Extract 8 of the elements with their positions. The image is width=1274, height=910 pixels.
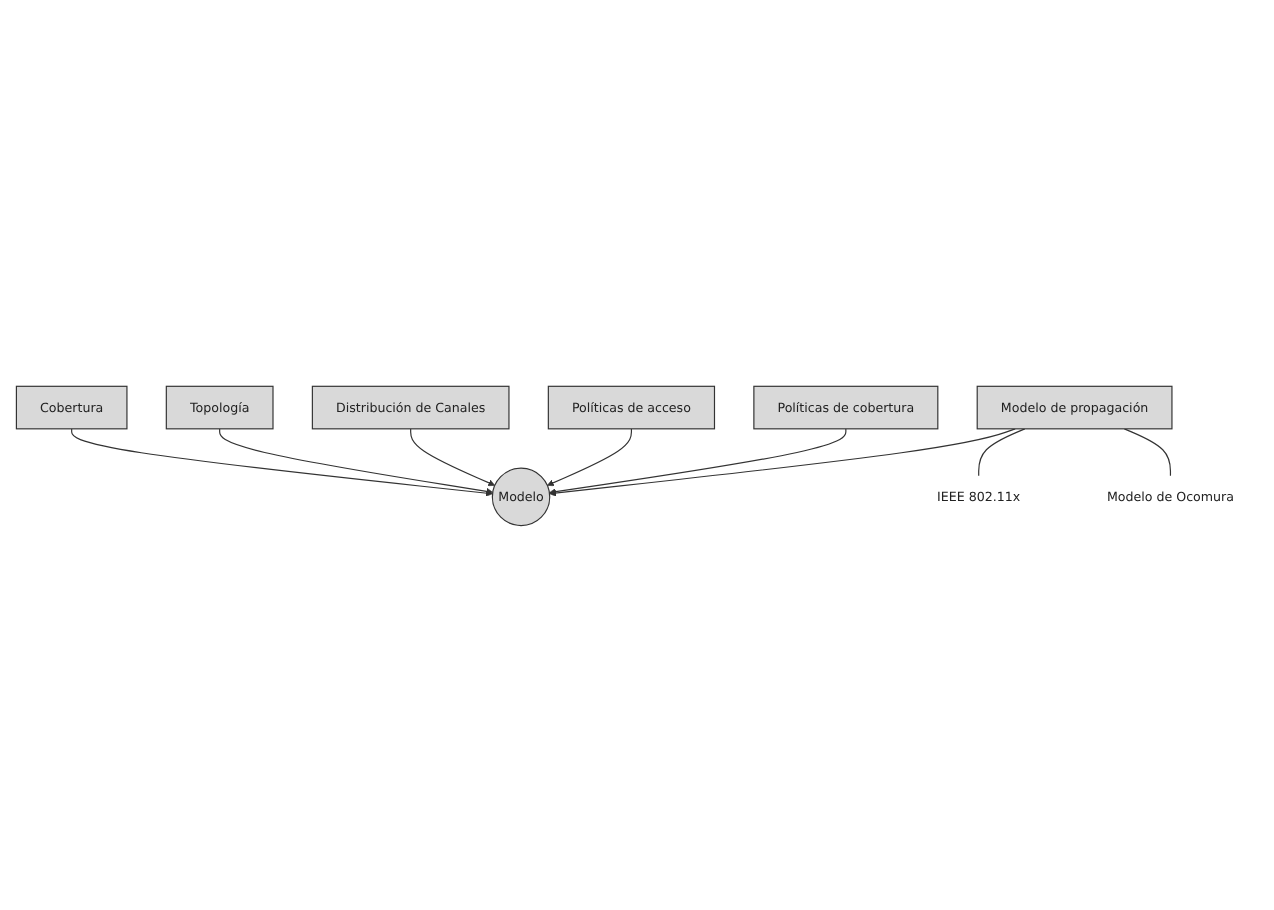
arrow: [410, 427, 496, 486]
connector: [1123, 427, 1172, 476]
arrow: [549, 427, 847, 495]
arrow: [219, 427, 494, 494]
arrow: [547, 427, 632, 486]
connector: [978, 427, 1026, 476]
arrow: [71, 427, 493, 496]
arrow: [549, 427, 1016, 496]
